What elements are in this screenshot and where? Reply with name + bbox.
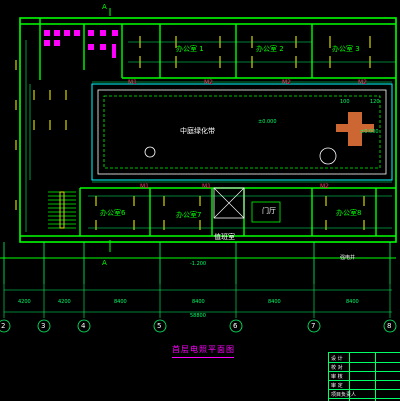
stair [48,191,76,229]
axis-4: 4 [81,322,86,330]
title-block-row: 审 定 [329,380,400,390]
title-block-row: 设 计 [329,353,400,363]
wall-mark-1: M1 [128,79,137,86]
room-office-7: 办公室7 [176,211,202,219]
dimension-lines [3,284,392,318]
axis-2: 2 [1,322,6,330]
wall-mark-7: M1 [202,183,211,190]
title-block-divider-2 [375,353,376,401]
section-mark-top: A [102,3,107,11]
room-office-1: 办公室 1 [176,45,204,53]
title-underline [172,357,234,358]
title-block-row: 审 核 [329,371,400,381]
axis-7: 7 [311,322,316,330]
room-lobby: 门厅 [262,207,276,215]
dim-8400-c: 8400 [268,299,281,305]
dim-4200-b: 4200 [58,299,71,305]
drawing-title: 首层电照平面图 [172,345,235,354]
wiring [25,40,396,232]
elevation-east: ±0.000 [360,129,379,135]
wall-mark-4: M2 [282,79,291,86]
axis-3: 3 [41,322,46,330]
title-block-key: 校 对 [331,365,343,371]
title-block-key: 设 计 [331,356,343,362]
axis-5: 5 [157,322,162,330]
wall-mark-2: M1 [140,183,149,190]
room-duty: 值班室 [214,233,235,241]
north-rooms [39,18,396,80]
wall-mark-6: M2 [320,183,329,190]
title-block-row: 校 对 [329,362,400,372]
light-fixtures-south [95,196,365,230]
column-detail [336,112,374,146]
section-mark-bottom: A [102,259,107,267]
dim-4200-a: 4200 [18,299,31,305]
title-block-key: 审 核 [331,374,343,380]
elevation-courtyard: ±0.000 [258,119,277,125]
restroom-fixtures [44,30,118,58]
title-block-divider [349,353,350,401]
room-office-2: 办公室 2 [256,45,284,53]
dim-8400-a: 8400 [114,299,127,305]
axis-6: 6 [233,322,238,330]
courtyard [91,83,393,181]
dim-total: 58800 [190,313,206,319]
light-fixtures-corridor [15,60,67,210]
wall-mark-5: M2 [358,79,367,86]
room-office-6: 办公室6 [100,209,126,217]
room-office-3: 办公室 3 [332,45,360,53]
building-outline [19,17,397,243]
room-courtyard: 中庭绿化带 [180,127,215,135]
dim-8400-b: 8400 [192,299,205,305]
small-dim-1: 100 [340,99,350,105]
wall-mark-3: M2 [204,79,213,86]
detail-callout [144,146,337,165]
axis-8: 8 [387,322,392,330]
title-block-key: 项目负责人 [331,392,357,398]
lobby-panel [213,187,281,223]
elevation-exterior: -1.200 [190,261,207,267]
small-dim-2: 120 [370,99,380,105]
title-block-row: 项目负责人 [329,389,400,399]
dim-8400-d: 8400 [346,299,359,305]
room-office-8: 办公室8 [336,209,362,217]
right-note: 强电井 [340,255,356,261]
title-block: 设 计 校 对 审 核 审 定 项目负责人 [328,352,400,401]
axis-bubbles [0,242,397,333]
title-block-key: 审 定 [331,383,343,389]
